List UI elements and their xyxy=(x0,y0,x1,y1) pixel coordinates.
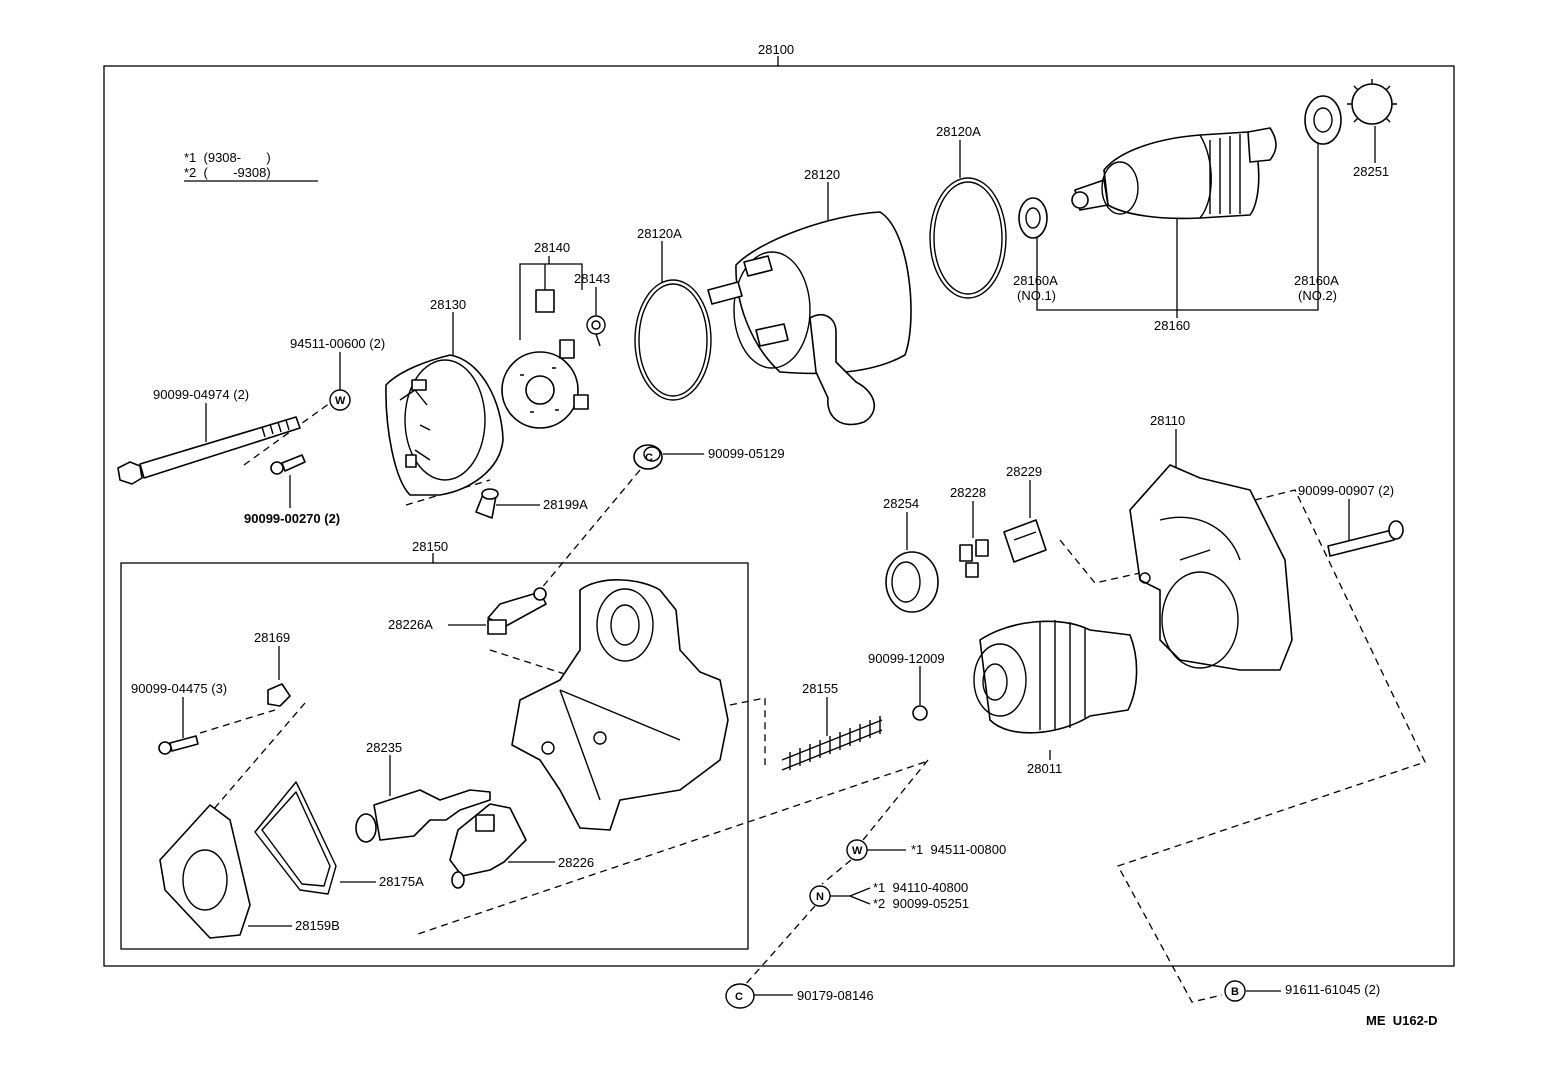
label-28254: 28254 xyxy=(883,496,919,511)
cover-28159B xyxy=(159,804,251,939)
diagram-code: ME U162-D xyxy=(1366,1013,1438,1028)
label-w-note: *1 94511-00800 xyxy=(911,842,1006,857)
label-28155: 28155 xyxy=(802,681,838,696)
armature-28160 xyxy=(1071,127,1277,220)
gasket-28175A xyxy=(254,781,337,895)
label-28143: 28143 xyxy=(574,271,610,286)
ball-90099-12009 xyxy=(912,705,928,721)
label-90099-04974: 90099-04974 (2) xyxy=(153,387,249,402)
end-frame-28130 xyxy=(385,354,504,496)
label-90099-04475: 90099-04475 (3) xyxy=(131,681,227,696)
label-28169: 28169 xyxy=(254,630,290,645)
label-90099-00270: 90099-00270 (2) xyxy=(244,511,340,526)
assembly-frame xyxy=(103,65,1455,967)
label-28235: 28235 xyxy=(366,740,402,755)
brush-spring-28143 xyxy=(586,315,606,347)
label-91611-61045: 91611-61045 (2) xyxy=(1285,982,1380,997)
label-90099-00907: 90099-00907 (2) xyxy=(1298,483,1394,498)
label-28120: 28120 xyxy=(804,167,840,182)
bolt-symbol-91611-61045: B xyxy=(1224,980,1246,1002)
svg-text:B: B xyxy=(1231,986,1239,998)
brush-holder-28140 xyxy=(501,289,589,429)
label-28159B: 28159B xyxy=(295,918,340,933)
yoke-28120 xyxy=(707,211,912,426)
label-28150: 28150 xyxy=(412,539,448,554)
label-90179-08146: 90179-08146 xyxy=(797,988,874,1003)
subassembly-28150-frame xyxy=(120,562,749,950)
plunger-28235 xyxy=(355,789,491,843)
gear-28254 xyxy=(885,551,939,613)
svg-text:C: C xyxy=(735,991,743,1003)
bolt-90099-00907 xyxy=(1327,520,1404,557)
legend-line-1: *1 (9308- ) xyxy=(184,150,271,165)
label-28130: 28130 xyxy=(430,297,466,312)
label-28229: 28229 xyxy=(1006,464,1042,479)
o-ring-28120A-right xyxy=(929,177,1007,299)
washer-symbol-94511-00800: W xyxy=(846,839,868,861)
svg-text:W: W xyxy=(335,395,346,407)
label-28160A-no2: 28160A xyxy=(1294,273,1339,288)
label-n-note-2: *2 90099-05251 xyxy=(873,896,969,911)
clamp-28169 xyxy=(267,683,291,707)
bearing-28160A-no1 xyxy=(1018,197,1048,239)
label-94511-00600: 94511-00600 (2) xyxy=(290,336,385,351)
svg-text:W: W xyxy=(852,845,863,857)
label-28120A-left: 28120A xyxy=(637,226,682,241)
label-28226A: 28226A xyxy=(388,617,433,632)
label-28120A-top: 28120A xyxy=(936,124,981,139)
label-28011: 28011 xyxy=(1027,761,1062,776)
label-28175A: 28175A xyxy=(379,874,424,889)
rollers-28228 xyxy=(959,539,989,578)
label-90099-05129: 90099-05129 xyxy=(708,446,785,461)
legend-line-2: *2 ( -9308) xyxy=(184,165,271,180)
label-28160: 28160 xyxy=(1154,318,1190,333)
label-28160A-no1: 28160A xyxy=(1013,273,1058,288)
assembly-dashed-lines xyxy=(199,402,1426,1003)
clutch-28011 xyxy=(973,620,1138,734)
label-28199A: 28199A xyxy=(543,497,588,512)
screw-90099-00270 xyxy=(270,454,306,475)
gear-28251 xyxy=(1347,79,1397,125)
contact-28226A xyxy=(487,587,547,635)
grommet-28199A xyxy=(475,488,499,519)
terminal-28226 xyxy=(449,803,527,889)
retainer-28229 xyxy=(1003,519,1047,563)
label-90099-12009: 90099-12009 xyxy=(868,651,945,666)
svg-text:N: N xyxy=(816,891,824,903)
label-28228: 28228 xyxy=(950,485,986,500)
bearing-28160A-no2 xyxy=(1304,95,1342,145)
clip-symbol-90099-05129: C xyxy=(645,452,653,464)
svg-text:C: C xyxy=(645,452,653,464)
nut-symbol: N xyxy=(809,885,831,907)
label-n-note-1: *1 94110-40800 xyxy=(873,880,968,895)
assembly-number-label: 28100 xyxy=(758,42,794,57)
o-ring-28120A-left xyxy=(634,279,712,401)
label-28140: 28140 xyxy=(534,240,570,255)
clip-90099-05129 xyxy=(633,444,663,470)
clip-symbol-90179-08146: C xyxy=(725,983,755,1009)
housing-28110 xyxy=(1129,464,1293,671)
spring-28155 xyxy=(781,716,883,771)
label-28110: 28110 xyxy=(1150,413,1185,428)
label-28251: 28251 xyxy=(1353,164,1389,179)
screw-90099-04475 xyxy=(158,735,199,755)
label-28226: 28226 xyxy=(558,855,594,870)
through-bolt-90099-04974 xyxy=(117,416,301,485)
solenoid-housing xyxy=(511,579,729,831)
washer-symbol-94511-00600: W xyxy=(329,389,351,411)
leader-lines xyxy=(182,100,1376,996)
